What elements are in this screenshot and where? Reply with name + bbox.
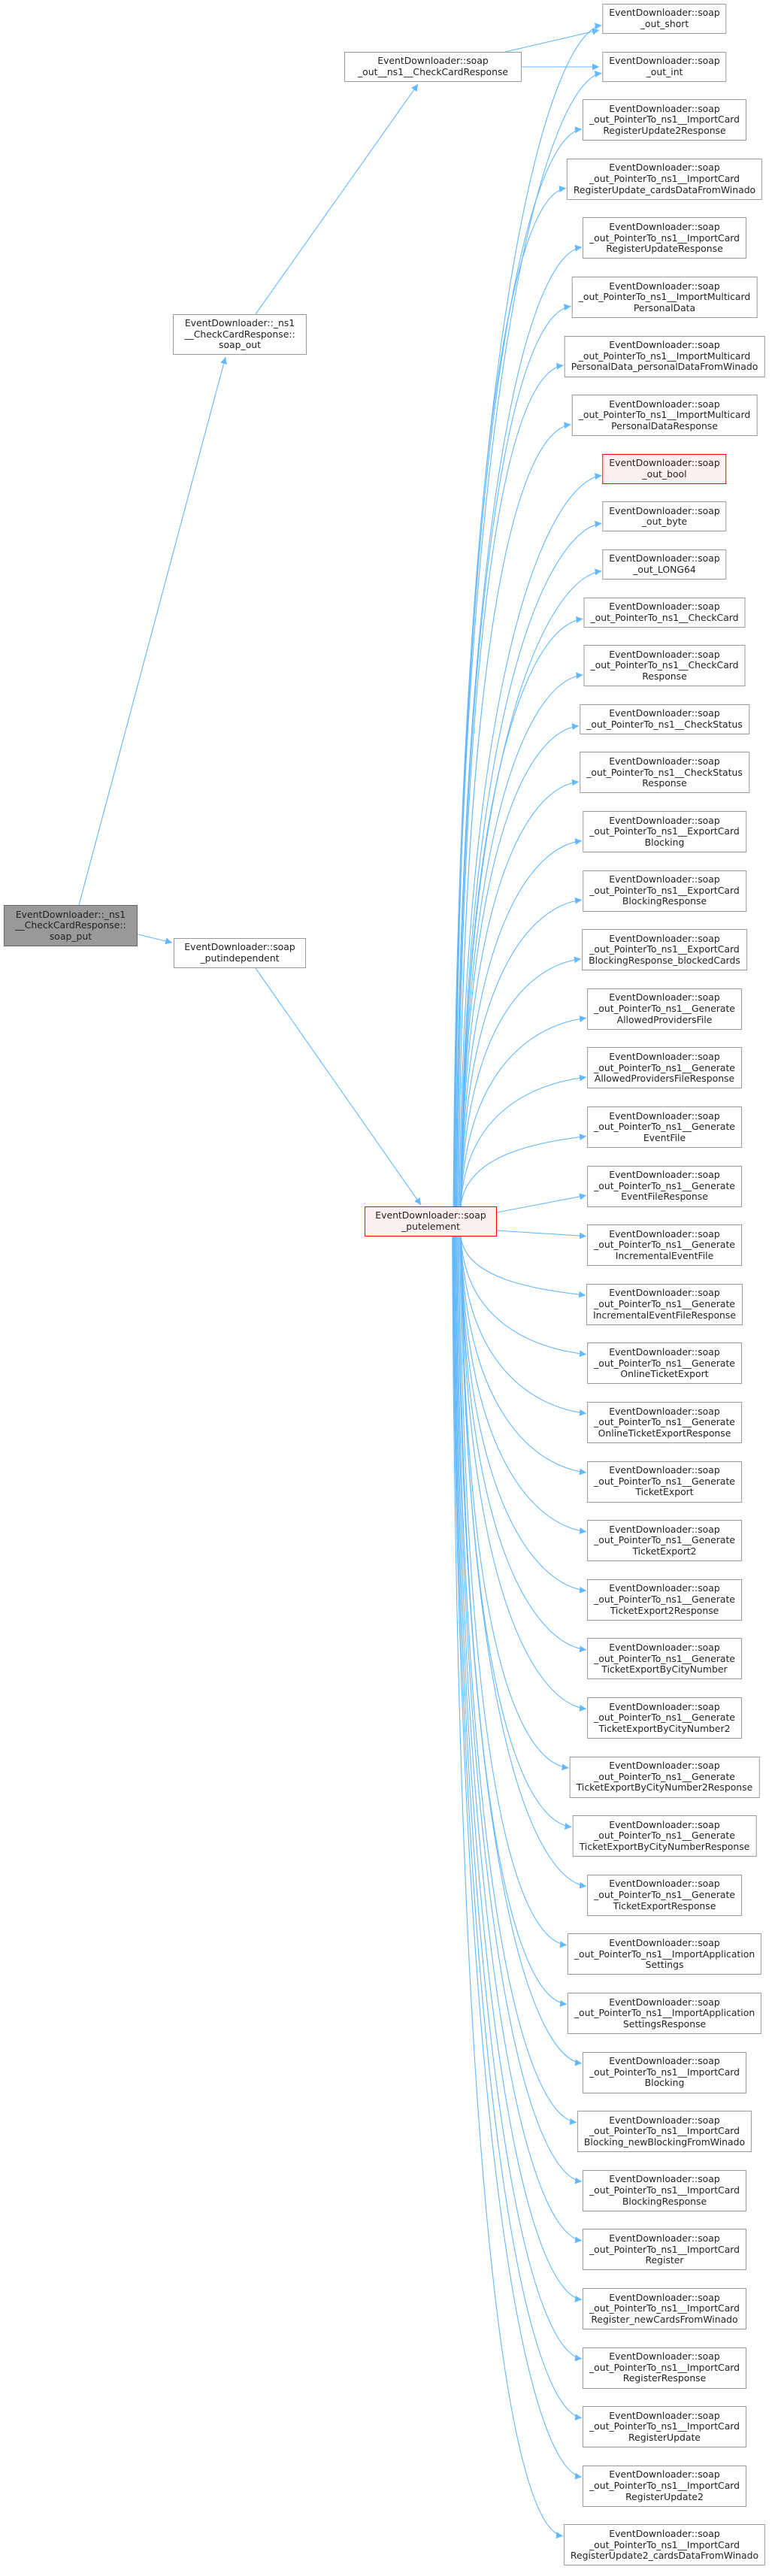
callee-node[interactable]: EventDownloader::soap _out_PointerTo_ns1…: [587, 1402, 742, 1443]
callee-node[interactable]: EventDownloader::soap _out_PointerTo_ns1…: [586, 1283, 743, 1325]
callee-node[interactable]: EventDownloader::soap _out_PointerTo_ns1…: [587, 1579, 742, 1621]
edge-putelement-to-callee: [460, 1236, 587, 1358]
edge-putelement-to-callee: [455, 1236, 583, 2244]
callee-node[interactable]: EventDownloader::soap _out_PointerTo_ns1…: [580, 752, 749, 794]
callee-node[interactable]: EventDownloader::soap _out_PointerTo_ns1…: [587, 1342, 742, 1385]
callee-node[interactable]: EventDownloader::soap _out_PointerTo_ns1…: [582, 2406, 747, 2448]
callee-node[interactable]: EventDownloader::soap _out_PointerTo_ns1…: [587, 1224, 742, 1267]
edge-putelement-to-callee: [460, 616, 583, 1207]
edge-putelement-to-callee: [460, 838, 583, 1207]
callee-node[interactable]: EventDownloader::soap _out_int: [602, 51, 727, 82]
edge-putelement-to-callee: [454, 126, 583, 1207]
edge-putelement-to-callee: [458, 422, 571, 1207]
callee-node[interactable]: EventDownloader::soap _out_PointerTo_ns1…: [583, 870, 746, 912]
node-soap-put-root[interactable]: EventDownloader::_ns1 __CheckCardRespons…: [4, 905, 138, 946]
callee-node[interactable]: EventDownloader::soap _out_PointerTo_ns1…: [587, 1638, 742, 1680]
edge-putelement-to-callee: [460, 1236, 587, 1594]
callee-node[interactable]: EventDownloader::soap _out_PointerTo_ns1…: [587, 1874, 742, 1916]
callee-node[interactable]: EventDownloader::soap _out_PointerTo_ns1…: [582, 217, 747, 259]
callee-node[interactable]: EventDownloader::soap _out_PointerTo_ns1…: [572, 1815, 757, 1857]
callee-node[interactable]: EventDownloader::soap _out_PointerTo_ns1…: [571, 277, 758, 318]
callee-node[interactable]: EventDownloader::soap _out_PointerTo_ns1…: [582, 2169, 747, 2211]
edge-putelement-to-callee: [453, 23, 602, 1207]
edge-putelement-to-callee: [460, 1236, 587, 1416]
callee-node[interactable]: EventDownloader::soap _out_PointerTo_ns1…: [580, 704, 749, 734]
edge-putelement-to-callee: [459, 1236, 568, 1948]
node-checkcardresponse-soap-out[interactable]: EventDownloader::_ns1 __CheckCardRespons…: [173, 314, 307, 355]
edge-putelement-to-callee: [460, 1236, 569, 1771]
edge-putelement-to-callee: [456, 304, 571, 1207]
edge-soap-out-to-out-checkcardresponse: [255, 83, 419, 315]
edge-putelement-to-callee: [460, 1134, 587, 1207]
edge-putelement-to-callee: [496, 1230, 587, 1240]
callee-node[interactable]: EventDownloader::soap _out_PointerTo_ns1…: [583, 645, 746, 687]
edge-putelement-to-callee: [457, 1236, 583, 2066]
edge-putelement-to-callee: [460, 1236, 586, 1298]
callee-node[interactable]: EventDownloader::soap _out_PointerTo_ns1…: [566, 158, 763, 200]
callee-node[interactable]: EventDownloader::soap _out_LONG64: [602, 549, 727, 580]
callee-node[interactable]: EventDownloader::soap _out_PointerTo_ns1…: [587, 1461, 742, 1503]
callee-node[interactable]: EventDownloader::soap _out_PointerTo_ns1…: [564, 335, 765, 377]
edge-putelement-to-callee: [456, 1236, 583, 2184]
callee-node[interactable]: EventDownloader::soap _out_PointerTo_ns1…: [587, 1047, 742, 1089]
edge-putelement-to-callee: [460, 1236, 587, 1476]
edge-putelement-to-callee: [460, 1074, 587, 1207]
callee-node[interactable]: EventDownloader::soap _out_PointerTo_ns1…: [569, 1756, 760, 1798]
edge-putelement-to-callee: [453, 71, 602, 1207]
edge-putelement-to-callee: [454, 186, 567, 1207]
callee-node[interactable]: EventDownloader::soap _out_PointerTo_ns1…: [583, 597, 746, 628]
edge-putelement-to-callee: [460, 897, 583, 1207]
edge-putelement-to-callee: [458, 1236, 568, 2007]
callee-node[interactable]: EventDownloader::soap _out_PointerTo_ns1…: [582, 2288, 747, 2329]
callee-node[interactable]: EventDownloader::soap _out_PointerTo_ns1…: [577, 2111, 752, 2153]
callee-node[interactable]: EventDownloader::soap _out_PointerTo_ns1…: [582, 2347, 747, 2389]
edge-putelement-to-callee: [456, 1236, 577, 2125]
edge-putelement-to-callee: [460, 520, 602, 1207]
edge-putelement-to-callee: [460, 1236, 587, 1712]
callee-node[interactable]: EventDownloader::soap _out_PointerTo_ns1…: [582, 2465, 747, 2507]
edge-putelement-to-callee: [453, 1236, 583, 2362]
callee-node[interactable]: EventDownloader::soap _out_PointerTo_ns1…: [563, 2524, 766, 2566]
edge-soap-put-to-putindependent: [137, 934, 173, 945]
edge-putelement-to-callee: [454, 1236, 583, 2302]
callee-node[interactable]: EventDownloader::soap _out_PointerTo_ns1…: [571, 395, 758, 437]
edge-putelement-to-callee: [452, 1236, 583, 2480]
edge-putelement-to-callee: [460, 956, 582, 1207]
callee-node[interactable]: EventDownloader::soap _out_PointerTo_ns1…: [587, 1697, 742, 1739]
callee-node[interactable]: EventDownloader::soap _out_PointerTo_ns1…: [582, 929, 747, 971]
edge-putelement-to-callee: [459, 473, 602, 1207]
callee-node[interactable]: EventDownloader::soap _out_PointerTo_ns1…: [587, 988, 742, 1030]
edge-putelement-to-callee: [460, 1236, 587, 1889]
edge-soap-put-to-soap-out: [78, 356, 228, 906]
edge-putelement-to-callee: [453, 1236, 583, 2420]
edge-putelement-to-callee: [452, 1236, 564, 2539]
callee-node[interactable]: EventDownloader::soap _out_PointerTo_ns1…: [582, 99, 747, 141]
callee-node[interactable]: EventDownloader::soap _out_PointerTo_ns1…: [587, 1165, 742, 1207]
edge-putelement-to-callee: [455, 244, 583, 1207]
edge-putelement-to-callee: [460, 1015, 587, 1207]
callee-node[interactable]: EventDownloader::soap _out_PointerTo_ns1…: [567, 1993, 762, 2034]
edge-putelement-to-callee: [460, 1236, 587, 1535]
node-soap-putindependent[interactable]: EventDownloader::soap _putindependent: [174, 938, 306, 968]
callee-node[interactable]: EventDownloader::soap _out_PointerTo_ns1…: [583, 811, 746, 852]
node-soap-putelement[interactable]: EventDownloader::soap _putelement: [365, 1206, 497, 1237]
callee-node[interactable]: EventDownloader::soap _out_PointerTo_ns1…: [587, 1106, 742, 1148]
callee-node[interactable]: EventDownloader::soap _out_byte: [602, 501, 727, 532]
edge-putelement-to-callee: [460, 723, 580, 1207]
callee-node[interactable]: EventDownloader::soap _out_bool: [602, 453, 727, 484]
edge-putelement-to-callee: [457, 362, 564, 1207]
callee-node[interactable]: EventDownloader::soap _out_PointerTo_ns1…: [587, 1520, 742, 1562]
edge-putelement-to-callee: [460, 672, 583, 1207]
edge-out-checkcardresponse-to-out-short: [504, 28, 600, 53]
callee-node[interactable]: EventDownloader::soap _out_PointerTo_ns1…: [582, 2051, 747, 2093]
callee-node[interactable]: EventDownloader::soap _out_PointerTo_ns1…: [582, 2229, 747, 2271]
callee-node[interactable]: EventDownloader::soap _out_PointerTo_ns1…: [567, 1933, 762, 1975]
edge-putelement-to-callee: [460, 568, 602, 1207]
edge-putelement-to-callee: [460, 1236, 587, 1653]
callee-node[interactable]: EventDownloader::soap _out_short: [602, 4, 727, 34]
node-soap-out-ns1-checkcardresponse[interactable]: EventDownloader::soap _out__ns1__CheckCa…: [344, 52, 522, 82]
edge-putelement-to-callee: [496, 1193, 587, 1213]
edge-putelement-to-callee: [460, 779, 580, 1207]
edge-putindependent-to-putelement: [255, 967, 422, 1206]
